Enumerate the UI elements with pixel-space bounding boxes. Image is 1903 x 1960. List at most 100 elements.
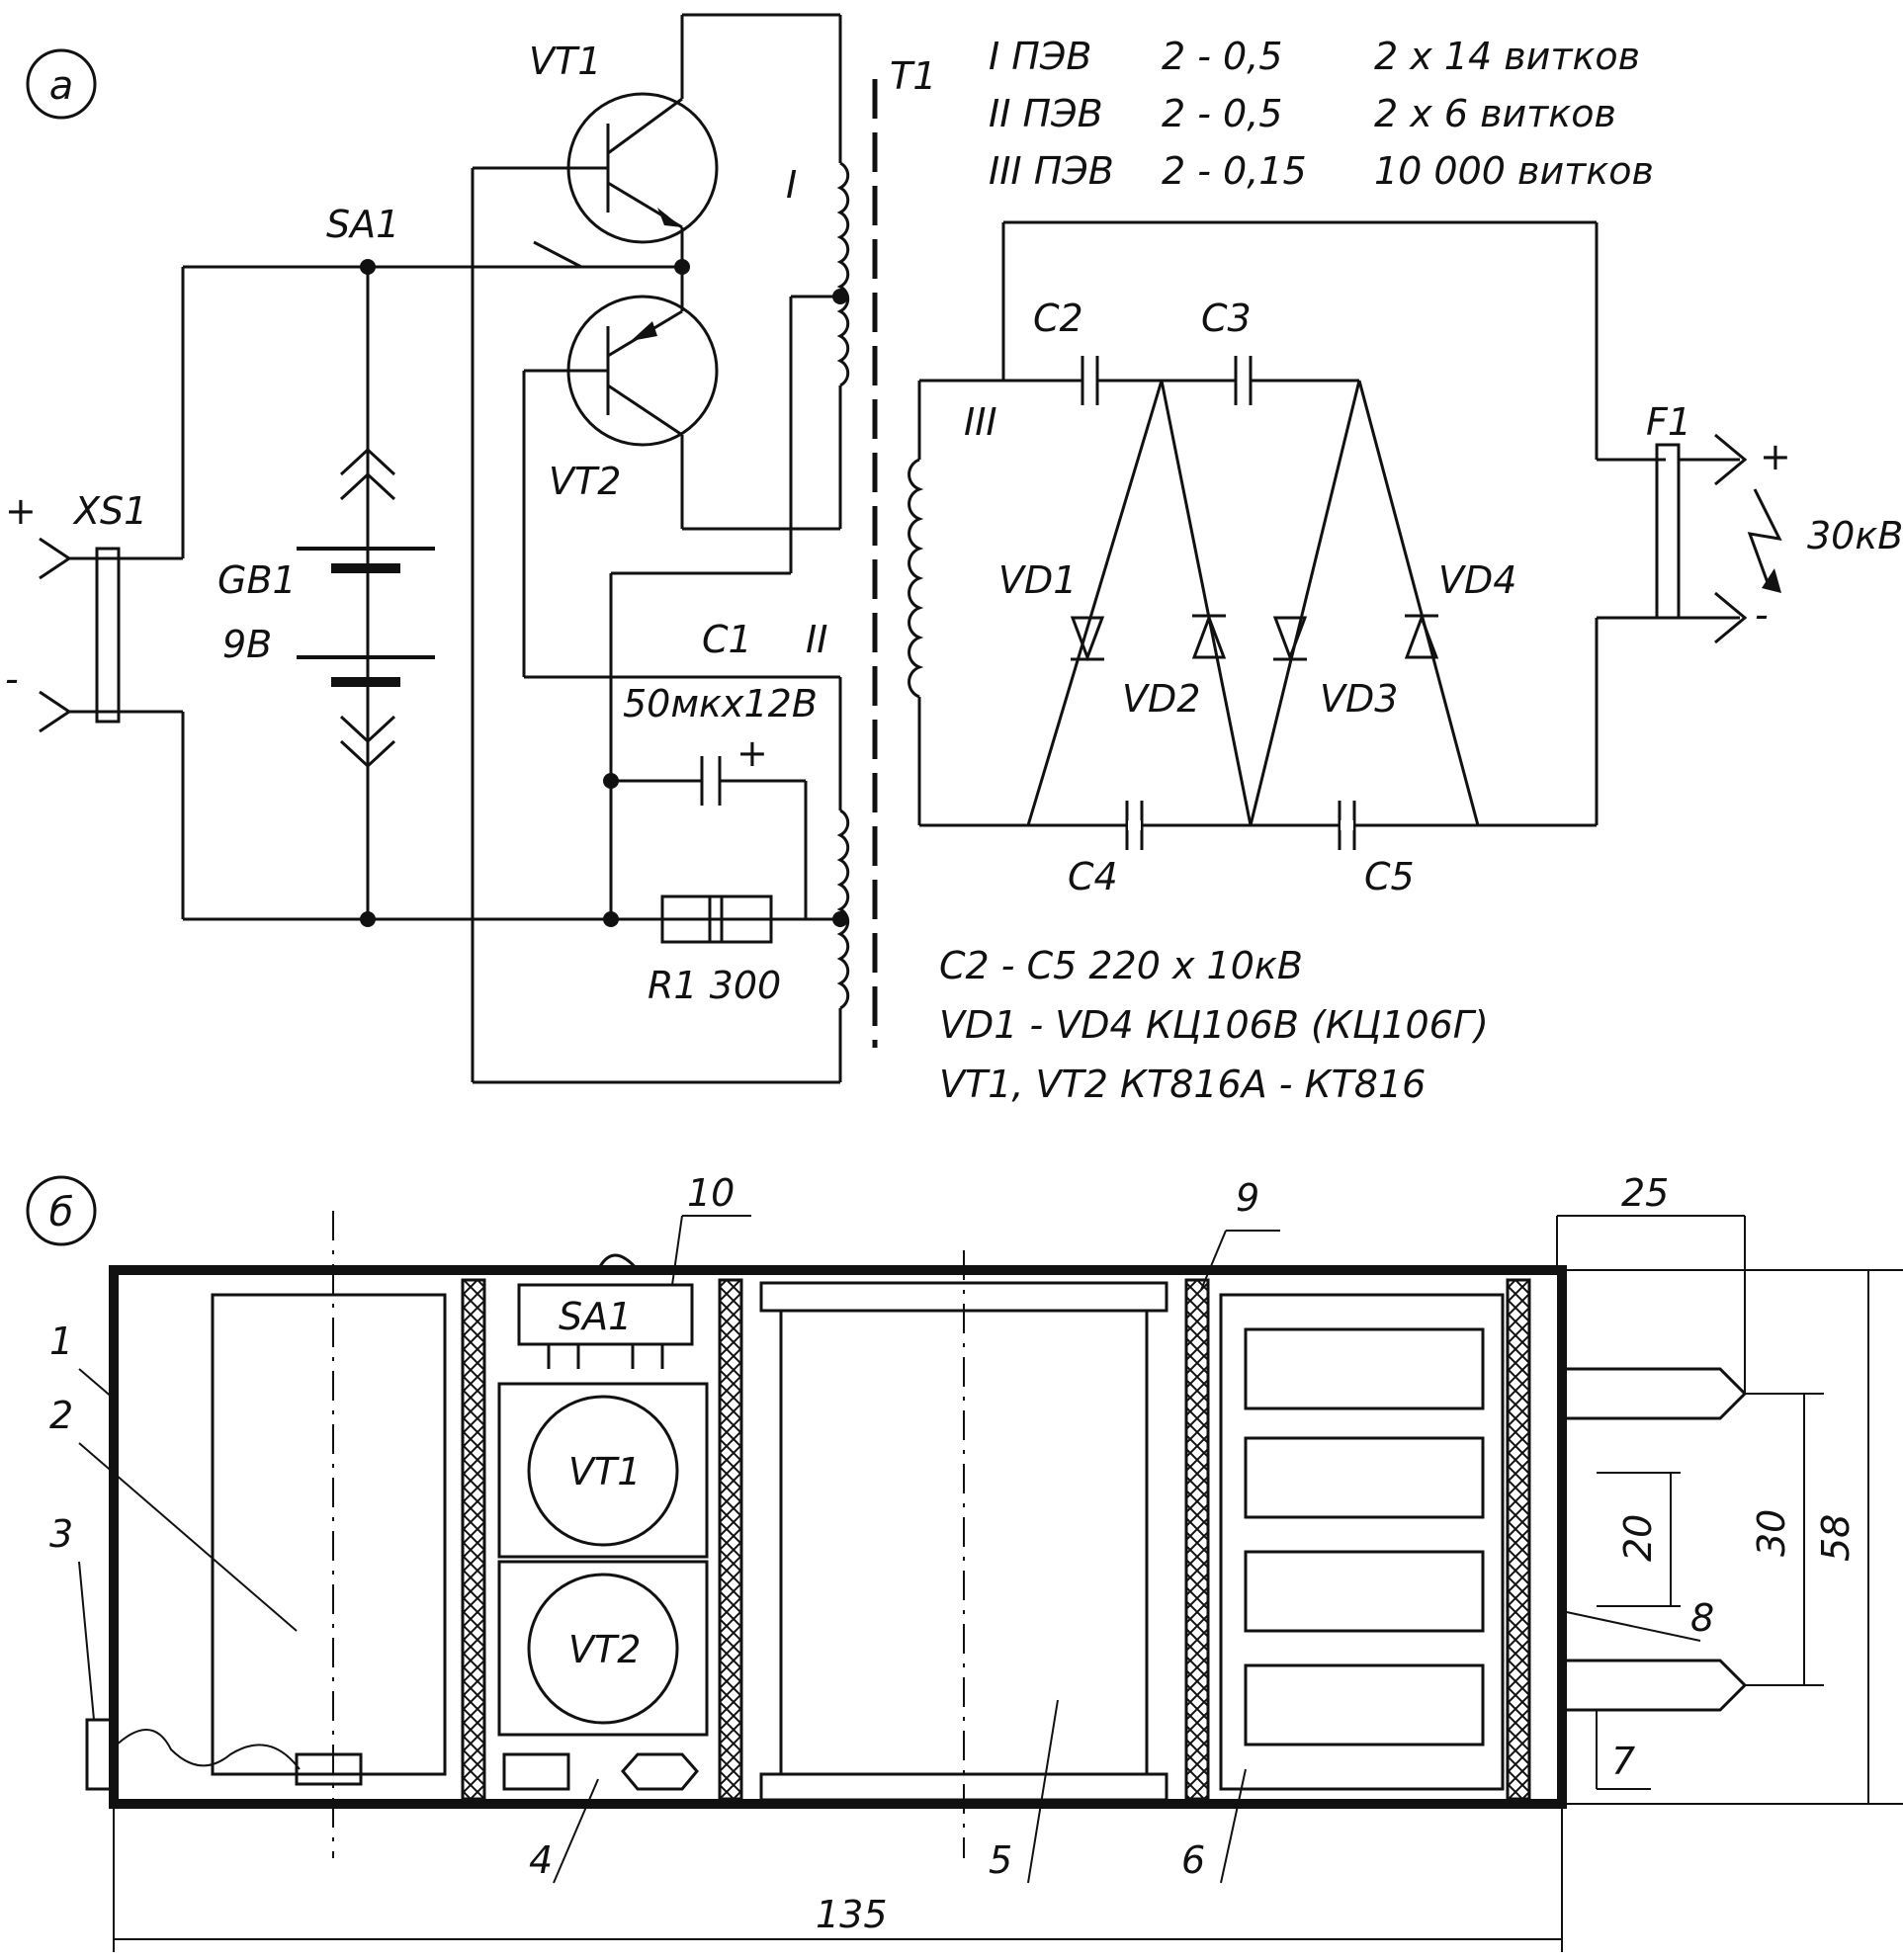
multiplier-part <box>1244 1663 1485 1747</box>
t1-transformer: T1 I II <box>473 15 936 1084</box>
vd2-label: VD2 <box>1122 677 1200 721</box>
vd4-label: VD4 <box>1438 558 1516 602</box>
transistor-vt2 <box>527 1573 679 1725</box>
vd1-diode: VD1 <box>998 558 1105 662</box>
note-2: VD1 - VD4 КЦ106В (КЦ106Г) <box>939 1003 1489 1047</box>
sa1-switch: SA1 <box>326 203 582 269</box>
winding-i-label: I <box>786 163 797 207</box>
c1-plus: + <box>736 731 768 775</box>
xs1-connector: XS1 + - <box>5 489 183 733</box>
vd1-label: VD1 <box>998 558 1077 602</box>
dim-length: 135 <box>816 1893 888 1936</box>
winding-row-3-wire: 2 - 0,15 <box>1162 149 1307 193</box>
xs1-label: XS1 <box>72 489 147 533</box>
c1-label: C1 <box>702 618 752 661</box>
partition-9 <box>1184 1278 1210 1801</box>
assembly-drawing: б SA1 VT1 <box>26 1171 1903 1952</box>
dim-pin-gap: 30 <box>1750 1509 1793 1557</box>
xs1-minus: - <box>5 657 19 701</box>
vt1-transistor: VT1 <box>471 13 840 1082</box>
vd2-diode: VD2 <box>1122 613 1227 721</box>
part-5: 5 <box>989 1838 1012 1882</box>
winding-iii: III <box>908 381 997 825</box>
winding-row-1-turns: 2 х 14 витков <box>1374 35 1640 78</box>
winding-row-3-turns: 10 000 витков <box>1374 149 1654 193</box>
vd3-label: VD3 <box>1320 677 1398 721</box>
battery-clip <box>295 1752 363 1786</box>
battery <box>211 1293 447 1776</box>
component-notes: C2 - C5 220 х 10кВ VD1 - VD4 КЦ106В (КЦ1… <box>939 944 1489 1106</box>
part-9: 9 <box>1236 1176 1259 1220</box>
partition <box>461 1278 486 1801</box>
transistor-vt1 <box>527 1395 679 1547</box>
vt2-transistor: VT2 <box>522 267 840 679</box>
vd4-diode: VD4 <box>1404 558 1516 659</box>
c4-label: C4 <box>1068 855 1118 898</box>
output-voltage-label: 30кВ <box>1807 514 1903 557</box>
f1-label: F1 <box>1646 400 1691 444</box>
panel-b-circle <box>26 1175 97 1246</box>
sa1-label: SA1 <box>326 203 399 246</box>
assembly-vt2-label: VT2 <box>568 1628 641 1671</box>
note-3: VT1, VT2 КТ816А - КТ816 <box>939 1063 1426 1106</box>
end-cap <box>1506 1278 1531 1801</box>
winding-iii-label: III <box>964 400 997 444</box>
winding-row-2-wire: 2 - 0,5 <box>1162 92 1282 135</box>
c1-capacitor: + C1 50мкх12В <box>611 618 818 919</box>
winding-row-1-num: I ПЭВ <box>989 35 1091 78</box>
c1-value: 50мкх12В <box>623 682 818 725</box>
partition <box>718 1278 743 1801</box>
f1-output: F1 + - 30кВ <box>1646 400 1903 644</box>
gb1-label: GB1 <box>217 558 297 602</box>
c3-label: C3 <box>1201 297 1252 340</box>
housing <box>109 1265 1567 1809</box>
part-8: 8 <box>1690 1596 1714 1640</box>
c2-capacitor: C2 <box>1033 297 1236 405</box>
panel-a-label: а <box>49 63 74 109</box>
part-3: 3 <box>49 1512 73 1556</box>
part-7: 7 <box>1611 1740 1635 1783</box>
xs1-plus: + <box>5 489 37 533</box>
f1-minus: - <box>1755 593 1769 637</box>
multiplier-block <box>1219 1293 1505 1791</box>
c4-capacitor: C4 <box>1068 801 1144 898</box>
winding-row-2-turns: 2 х 6 витков <box>1374 92 1616 135</box>
capacitor-c1 <box>621 1752 699 1791</box>
c2-label: C2 <box>1033 297 1083 340</box>
switch-sa1 <box>517 1283 694 1346</box>
output-pin-top <box>1562 1367 1748 1420</box>
vt1-label: VT1 <box>529 40 601 83</box>
schematic: а XS1 + - GB1 <box>5 13 1903 1106</box>
note-1: C2 - C5 220 х 10кВ <box>939 944 1303 987</box>
multiplier-part <box>1244 1436 1485 1519</box>
dim-inner: 20 <box>1616 1514 1660 1562</box>
part-10: 10 <box>687 1171 735 1215</box>
part-6: 6 <box>1181 1838 1205 1882</box>
winding-row-1-wire: 2 - 0,5 <box>1162 35 1282 78</box>
part-2: 2 <box>49 1394 73 1437</box>
windings-table: I ПЭВ 2 - 0,5 2 х 14 витков II ПЭВ 2 - 0… <box>989 35 1654 193</box>
panel-a-circle <box>26 48 97 120</box>
gb1-battery: GB1 9В <box>217 447 435 769</box>
r1-label: R1 300 <box>648 964 781 1007</box>
winding-row-2-num: II ПЭВ <box>989 92 1103 135</box>
multiplier-part <box>1244 1327 1485 1410</box>
resistor-r1 <box>502 1752 570 1791</box>
part-callouts: 1 2 3 4 5 6 7 8 9 10 <box>49 1171 1714 1884</box>
c3-capacitor: C3 <box>1201 297 1359 405</box>
c5-label: C5 <box>1364 855 1415 898</box>
part-1: 1 <box>49 1320 73 1363</box>
f1-plus: + <box>1760 435 1791 478</box>
dim-height: 58 <box>1814 1514 1858 1562</box>
output-pin-bottom <box>1562 1659 1748 1712</box>
vd3-diode: VD3 <box>1272 616 1398 721</box>
r1-resistor: R1 300 <box>648 895 781 1007</box>
vt2-label: VT2 <box>549 460 621 503</box>
assembly-vt1-label: VT1 <box>568 1450 641 1493</box>
assembly-sa1-label: SA1 <box>559 1295 632 1338</box>
multiplier-part <box>1244 1550 1485 1633</box>
c5-capacitor: C5 <box>1338 801 1415 898</box>
panel-b-label: б <box>49 1190 74 1236</box>
t1-label: T1 <box>890 54 936 98</box>
